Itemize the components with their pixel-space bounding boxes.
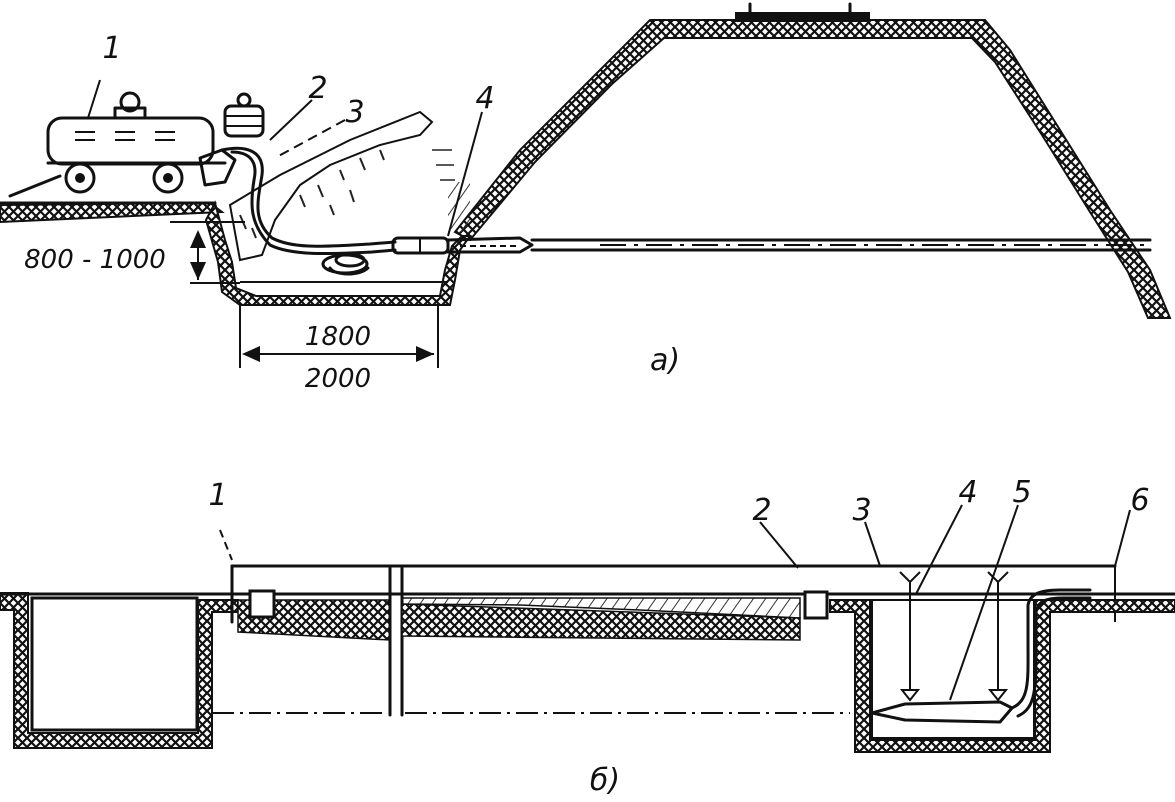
dimension-width <box>239 305 439 368</box>
caption-a: а) <box>650 343 680 378</box>
label-b-2: 2 <box>752 493 771 528</box>
leaders-b <box>219 504 1131 701</box>
compressor-trailer <box>8 91 237 198</box>
piercing-tool <box>391 236 534 255</box>
soil-strip-middle <box>401 603 801 641</box>
dim-width-bottom-label: 2000 <box>305 364 371 394</box>
ground-soil-left <box>0 201 225 224</box>
label-a-4: 4 <box>475 81 494 116</box>
label-a-1: 1 <box>102 31 121 66</box>
label-b-1: 1 <box>208 478 227 513</box>
label-b-4: 4 <box>958 475 977 510</box>
spoil-pile <box>228 110 434 262</box>
dimension-depth <box>170 221 245 284</box>
label-b-6: 6 <box>1130 483 1149 518</box>
label-a-2: 2 <box>308 71 327 106</box>
label-b-5: 5 <box>1012 475 1031 510</box>
label-a-3: 3 <box>345 95 364 130</box>
diagram-b: 1 2 3 4 5 6 б) <box>0 475 1175 798</box>
dim-depth-label: 800 - 1000 <box>24 245 166 275</box>
diagram-a: 1 2 3 4 800 - 1000 1800 2000 а) <box>0 2 1172 394</box>
support-block-1 <box>248 589 276 619</box>
embankment-soil <box>453 19 1172 319</box>
leaders-a <box>87 79 483 237</box>
dim-width-top-label: 1800 <box>305 322 371 352</box>
hose-b <box>1010 588 1092 710</box>
label-b-3: 3 <box>852 493 871 528</box>
hanging-rods <box>899 571 1009 702</box>
support-block-2 <box>803 590 829 620</box>
embankment-crest-track <box>735 2 870 22</box>
caption-b: б) <box>590 763 620 798</box>
right-pit-soil <box>829 599 1175 753</box>
pneumatic-hose <box>220 92 397 276</box>
